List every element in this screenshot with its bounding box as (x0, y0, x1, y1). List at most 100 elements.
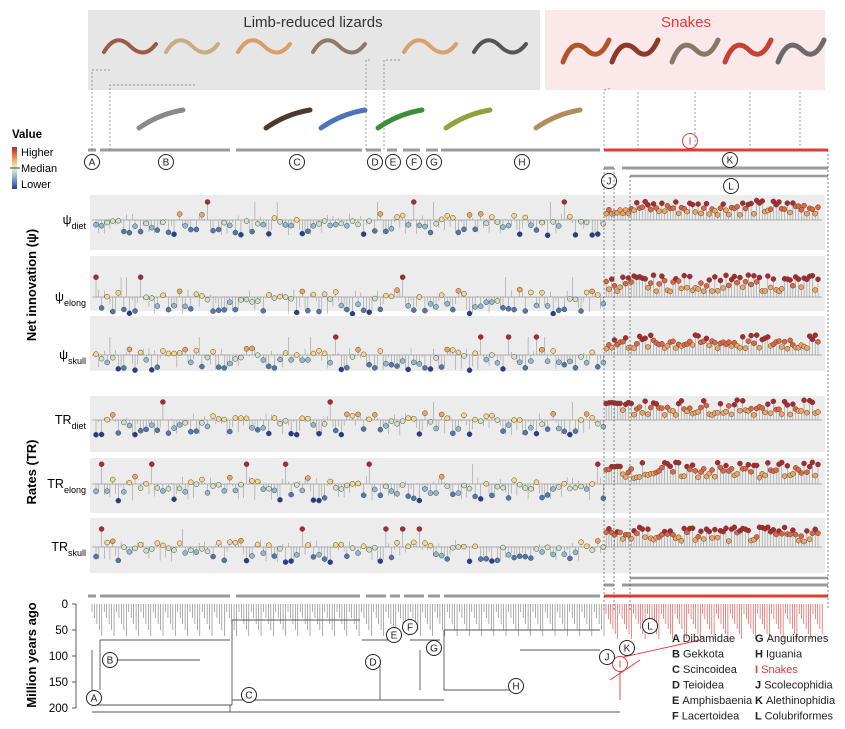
panel-tr_diet-point (227, 428, 233, 435)
panel-tr_elong-point (706, 470, 713, 477)
panel-tr_elong-point (221, 488, 227, 494)
panel-psi_diet-point (282, 222, 289, 228)
panel-psi_elong-point (143, 294, 149, 301)
panel-tr_diet-point (779, 411, 785, 417)
panel-psi_elong-point (232, 306, 239, 313)
panel-tr_elong-point (533, 479, 540, 485)
panel-tr_elong-point (137, 485, 144, 491)
panel-psi_diet-point (360, 231, 367, 237)
panel-psi_elong-point (394, 287, 400, 293)
panel-psi_diet-point (600, 221, 607, 227)
panel-tr_skull-label-sub: skull (68, 548, 86, 558)
panel-psi_diet-point (776, 199, 782, 205)
panel-psi_diet-point (670, 205, 676, 211)
panel-tr_skull-point (366, 546, 372, 553)
panel-psi_diet-point (171, 231, 177, 238)
panel-psi_elong-point (137, 274, 144, 280)
panel-tr_elong-point (121, 489, 127, 495)
panel-tr_elong-point (98, 461, 105, 467)
panel-psi_skull-point (282, 350, 289, 356)
panel-psi_diet-point (455, 229, 462, 236)
panel-psi_elong-point (338, 302, 345, 309)
panel-tr_diet-point (171, 425, 177, 431)
clade-marker-e: E (386, 627, 402, 643)
panel-tr_diet-point (600, 423, 607, 430)
panel-tr_diet-point (232, 415, 239, 421)
panel-tr_diet-point (455, 426, 462, 432)
panel-psi_diet-point (215, 226, 222, 233)
panel-psi_skull-point (455, 349, 462, 356)
panel-tr_elong-point (132, 473, 138, 480)
panel-tr_diet-point (639, 410, 646, 416)
limb-reduced-lizard-5-body (402, 38, 458, 55)
panel-tr_diet-point (405, 415, 411, 421)
clade-marker-e: E (385, 154, 401, 170)
panel-tr_diet-point (522, 429, 529, 436)
panel-tr_skull-point (221, 557, 227, 564)
clade-marker-g: G (426, 154, 442, 170)
panel-tr_skull-point (210, 553, 216, 560)
panel-tr_skull-point (149, 546, 155, 552)
panel-tr_elong-point (450, 491, 456, 498)
clade-marker-b: B (102, 652, 118, 668)
panel-tr_skull-point (670, 531, 676, 538)
panel-psi_skull-point (550, 348, 556, 354)
panel-tr_elong-point (165, 486, 172, 492)
panel-tr_diet-point (427, 419, 434, 425)
panel-psi_diet-point (723, 207, 729, 213)
panel-psi_skull-point (154, 364, 161, 370)
panel-tr_diet-point (360, 426, 367, 432)
panel-psi_elong-point (567, 296, 573, 302)
panel-psi_skull-point (647, 332, 654, 339)
panel-psi_diet-point (684, 208, 690, 215)
clade-key-item-c: C Scincoidea (672, 664, 738, 676)
clade-marker-c: C (289, 154, 305, 170)
panel-psi_diet-point (394, 214, 400, 220)
panel-psi_elong-point (647, 280, 654, 286)
panel-psi_diet-point (137, 228, 144, 235)
clade-key-name: Teioidea (683, 680, 725, 692)
panel-tr_diet-point (784, 402, 791, 408)
panel-psi_diet-point (433, 220, 439, 227)
panel-tr_diet-point (193, 428, 200, 434)
panel-tr_elong-point (260, 486, 267, 492)
panel-tr_diet-point (154, 427, 161, 434)
panel-psi_diet-point (639, 204, 646, 211)
panel-tr_elong-point (583, 486, 590, 492)
panel-tr_diet-point (809, 399, 816, 406)
panel-psi_elong-point (321, 291, 328, 297)
panel-psi_elong-point (572, 296, 579, 303)
panel-tr_elong-point (433, 490, 439, 496)
panel-tr_skull-point (416, 526, 423, 532)
panel-psi_elong-point (477, 303, 484, 310)
panel-tr_diet-point (748, 405, 754, 412)
panel-psi_elong-point (355, 301, 361, 307)
panel-tr_skull-point (787, 531, 793, 538)
panel-tr_elong-point (327, 478, 333, 485)
panel-tr_elong-point (723, 462, 729, 469)
panel-psi_elong-point (221, 307, 227, 313)
panel-psi_diet-point (700, 205, 707, 211)
panel-psi_elong-point (277, 293, 283, 300)
panel-tr_elong-point (455, 490, 462, 496)
panel-psi_elong-point (687, 273, 693, 280)
panel-psi_skull-point (193, 347, 200, 354)
panel-tr_elong-point (360, 492, 367, 499)
panel-tr_elong-point (804, 469, 810, 475)
panel-tr_diet-point (204, 423, 211, 430)
panel-tr_elong-point (753, 462, 760, 469)
panel-psi_elong-point (466, 310, 473, 317)
panel-tr_elong-point (505, 495, 512, 501)
panel-tr_skull-point (344, 553, 350, 559)
panel-tr_elong-point (472, 493, 478, 500)
panel-tr_diet-point (550, 411, 556, 417)
panel-tr_skull-point (377, 558, 384, 564)
panel-tr_elong-background (90, 458, 825, 513)
panel-tr_elong-point (394, 491, 400, 497)
panel-psi_skull-point (583, 359, 590, 366)
panel-tr_elong-point (595, 461, 601, 467)
panel-tr_skull-point (561, 551, 568, 557)
panel-psi_diet-point (338, 220, 345, 227)
panel-psi_skull-point (522, 365, 529, 371)
